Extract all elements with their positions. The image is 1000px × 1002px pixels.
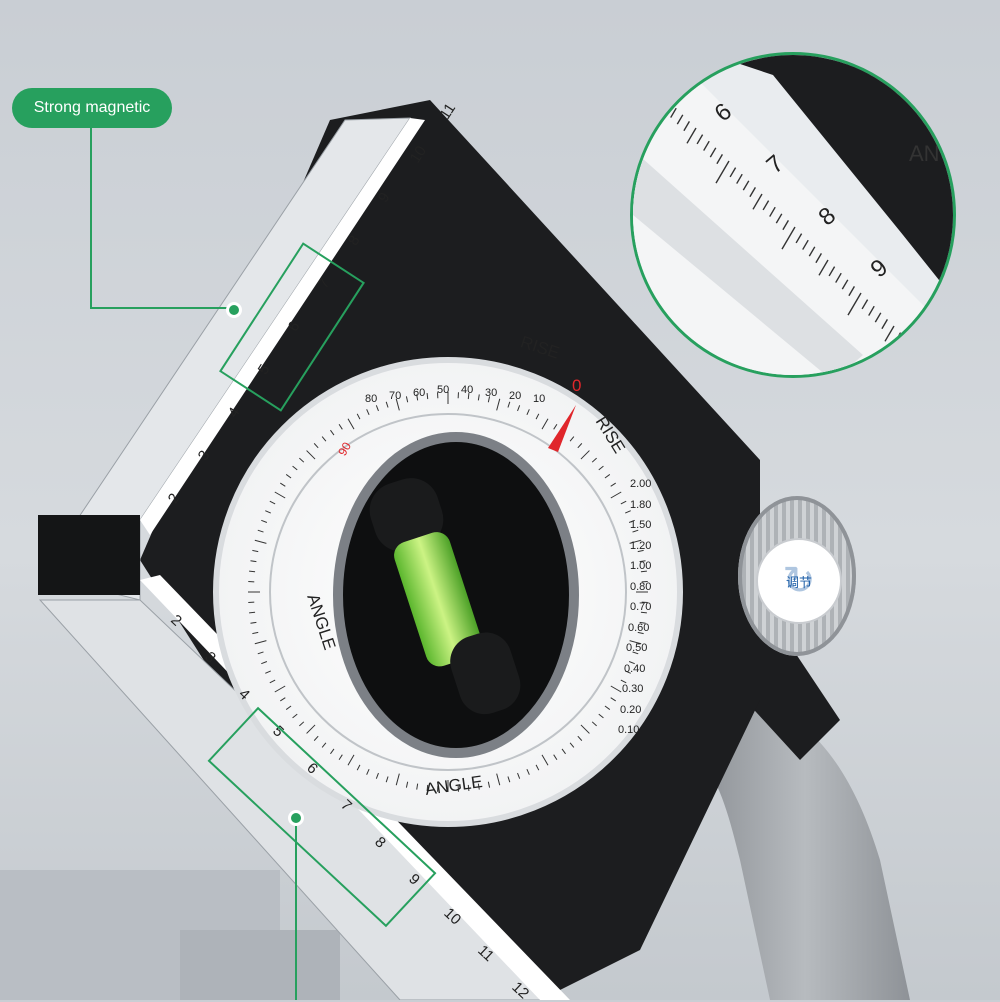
zero-mark: 0 bbox=[572, 376, 581, 396]
dial-tick bbox=[249, 612, 255, 613]
angle-value: 30 bbox=[485, 387, 497, 399]
corner-block bbox=[38, 515, 140, 595]
angle-value: 60 bbox=[413, 387, 425, 399]
angle-scale: 80 70 60 50 40 30 20 10 bbox=[365, 382, 565, 402]
rise-value: 1.50 bbox=[630, 519, 690, 540]
rise-value: 0.30 bbox=[622, 683, 690, 704]
lens-tick bbox=[915, 352, 921, 361]
rise-value: 1.80 bbox=[630, 499, 690, 520]
callout-line bbox=[90, 307, 230, 309]
callout-label: Strong magnetic bbox=[34, 99, 151, 117]
knob-label: 调节 bbox=[786, 572, 812, 591]
rise-value: 0.40 bbox=[624, 663, 690, 684]
angle-value: 40 bbox=[461, 384, 473, 396]
rise-value: 1.00 bbox=[630, 560, 690, 581]
angle-value: 20 bbox=[509, 390, 521, 402]
rise-value: 0.80 bbox=[630, 581, 690, 602]
angle-value: 10 bbox=[533, 393, 545, 405]
angle-value: 80 bbox=[365, 393, 377, 405]
rise-value: 0.10 bbox=[618, 724, 690, 745]
rise-value: 0.60 bbox=[628, 622, 690, 643]
callout-line bbox=[90, 128, 92, 308]
rise-value: 0.50 bbox=[626, 642, 690, 663]
rise-value: 2.00 bbox=[630, 478, 690, 499]
rise-value: 1.20 bbox=[630, 540, 690, 561]
rise-value: 0.70 bbox=[630, 601, 690, 622]
dial-tick bbox=[249, 571, 255, 572]
angle-value: 50 bbox=[437, 384, 449, 396]
callout-badge: Strong magnetic bbox=[12, 88, 172, 128]
angle-value: 70 bbox=[389, 390, 401, 402]
callout-line bbox=[295, 820, 297, 1000]
adjust-knob-face[interactable]: ↻ 调节 bbox=[756, 538, 842, 624]
lens-partial-label: AN bbox=[909, 141, 940, 167]
callout-dot bbox=[226, 302, 242, 318]
rise-value: 0.20 bbox=[620, 704, 690, 725]
